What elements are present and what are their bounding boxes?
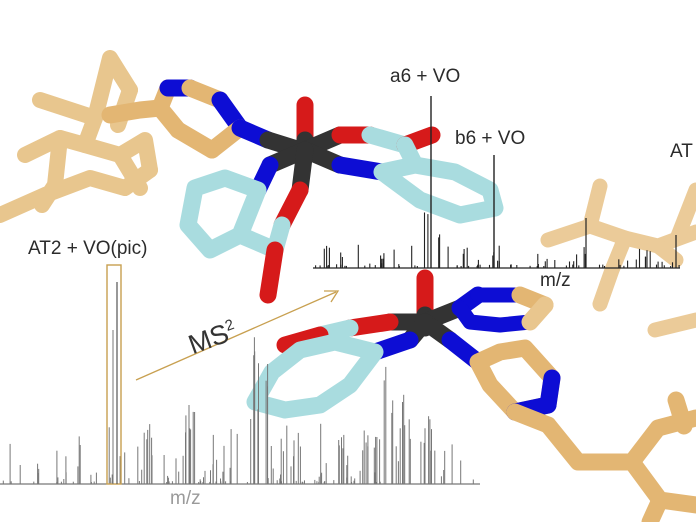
bottom-spectrum <box>0 264 480 485</box>
peptide-chain-right-top <box>540 178 696 338</box>
peptide-chain-top-left <box>0 50 158 223</box>
ms2-arrow <box>135 290 340 381</box>
label-bottom-axis: m/z <box>170 488 201 509</box>
label-b6-vo: b6 + VO <box>455 128 526 149</box>
label-a6-vo: a6 + VO <box>390 66 461 87</box>
bottom-spectrum-peaks <box>2 337 474 484</box>
imidazole-top <box>101 79 277 159</box>
parent-ion-highlight-box <box>106 264 122 485</box>
top-spectrum <box>313 96 680 269</box>
label-at-cut: AT <box>670 141 693 162</box>
label-parent-ion: AT2 + VO(pic) <box>28 238 148 259</box>
label-top-axis: m/z <box>540 270 571 291</box>
vanadium-complex-upper <box>179 96 504 304</box>
peptide-chain-bottom-right <box>539 391 696 522</box>
top-spectrum-peaks <box>315 212 680 268</box>
